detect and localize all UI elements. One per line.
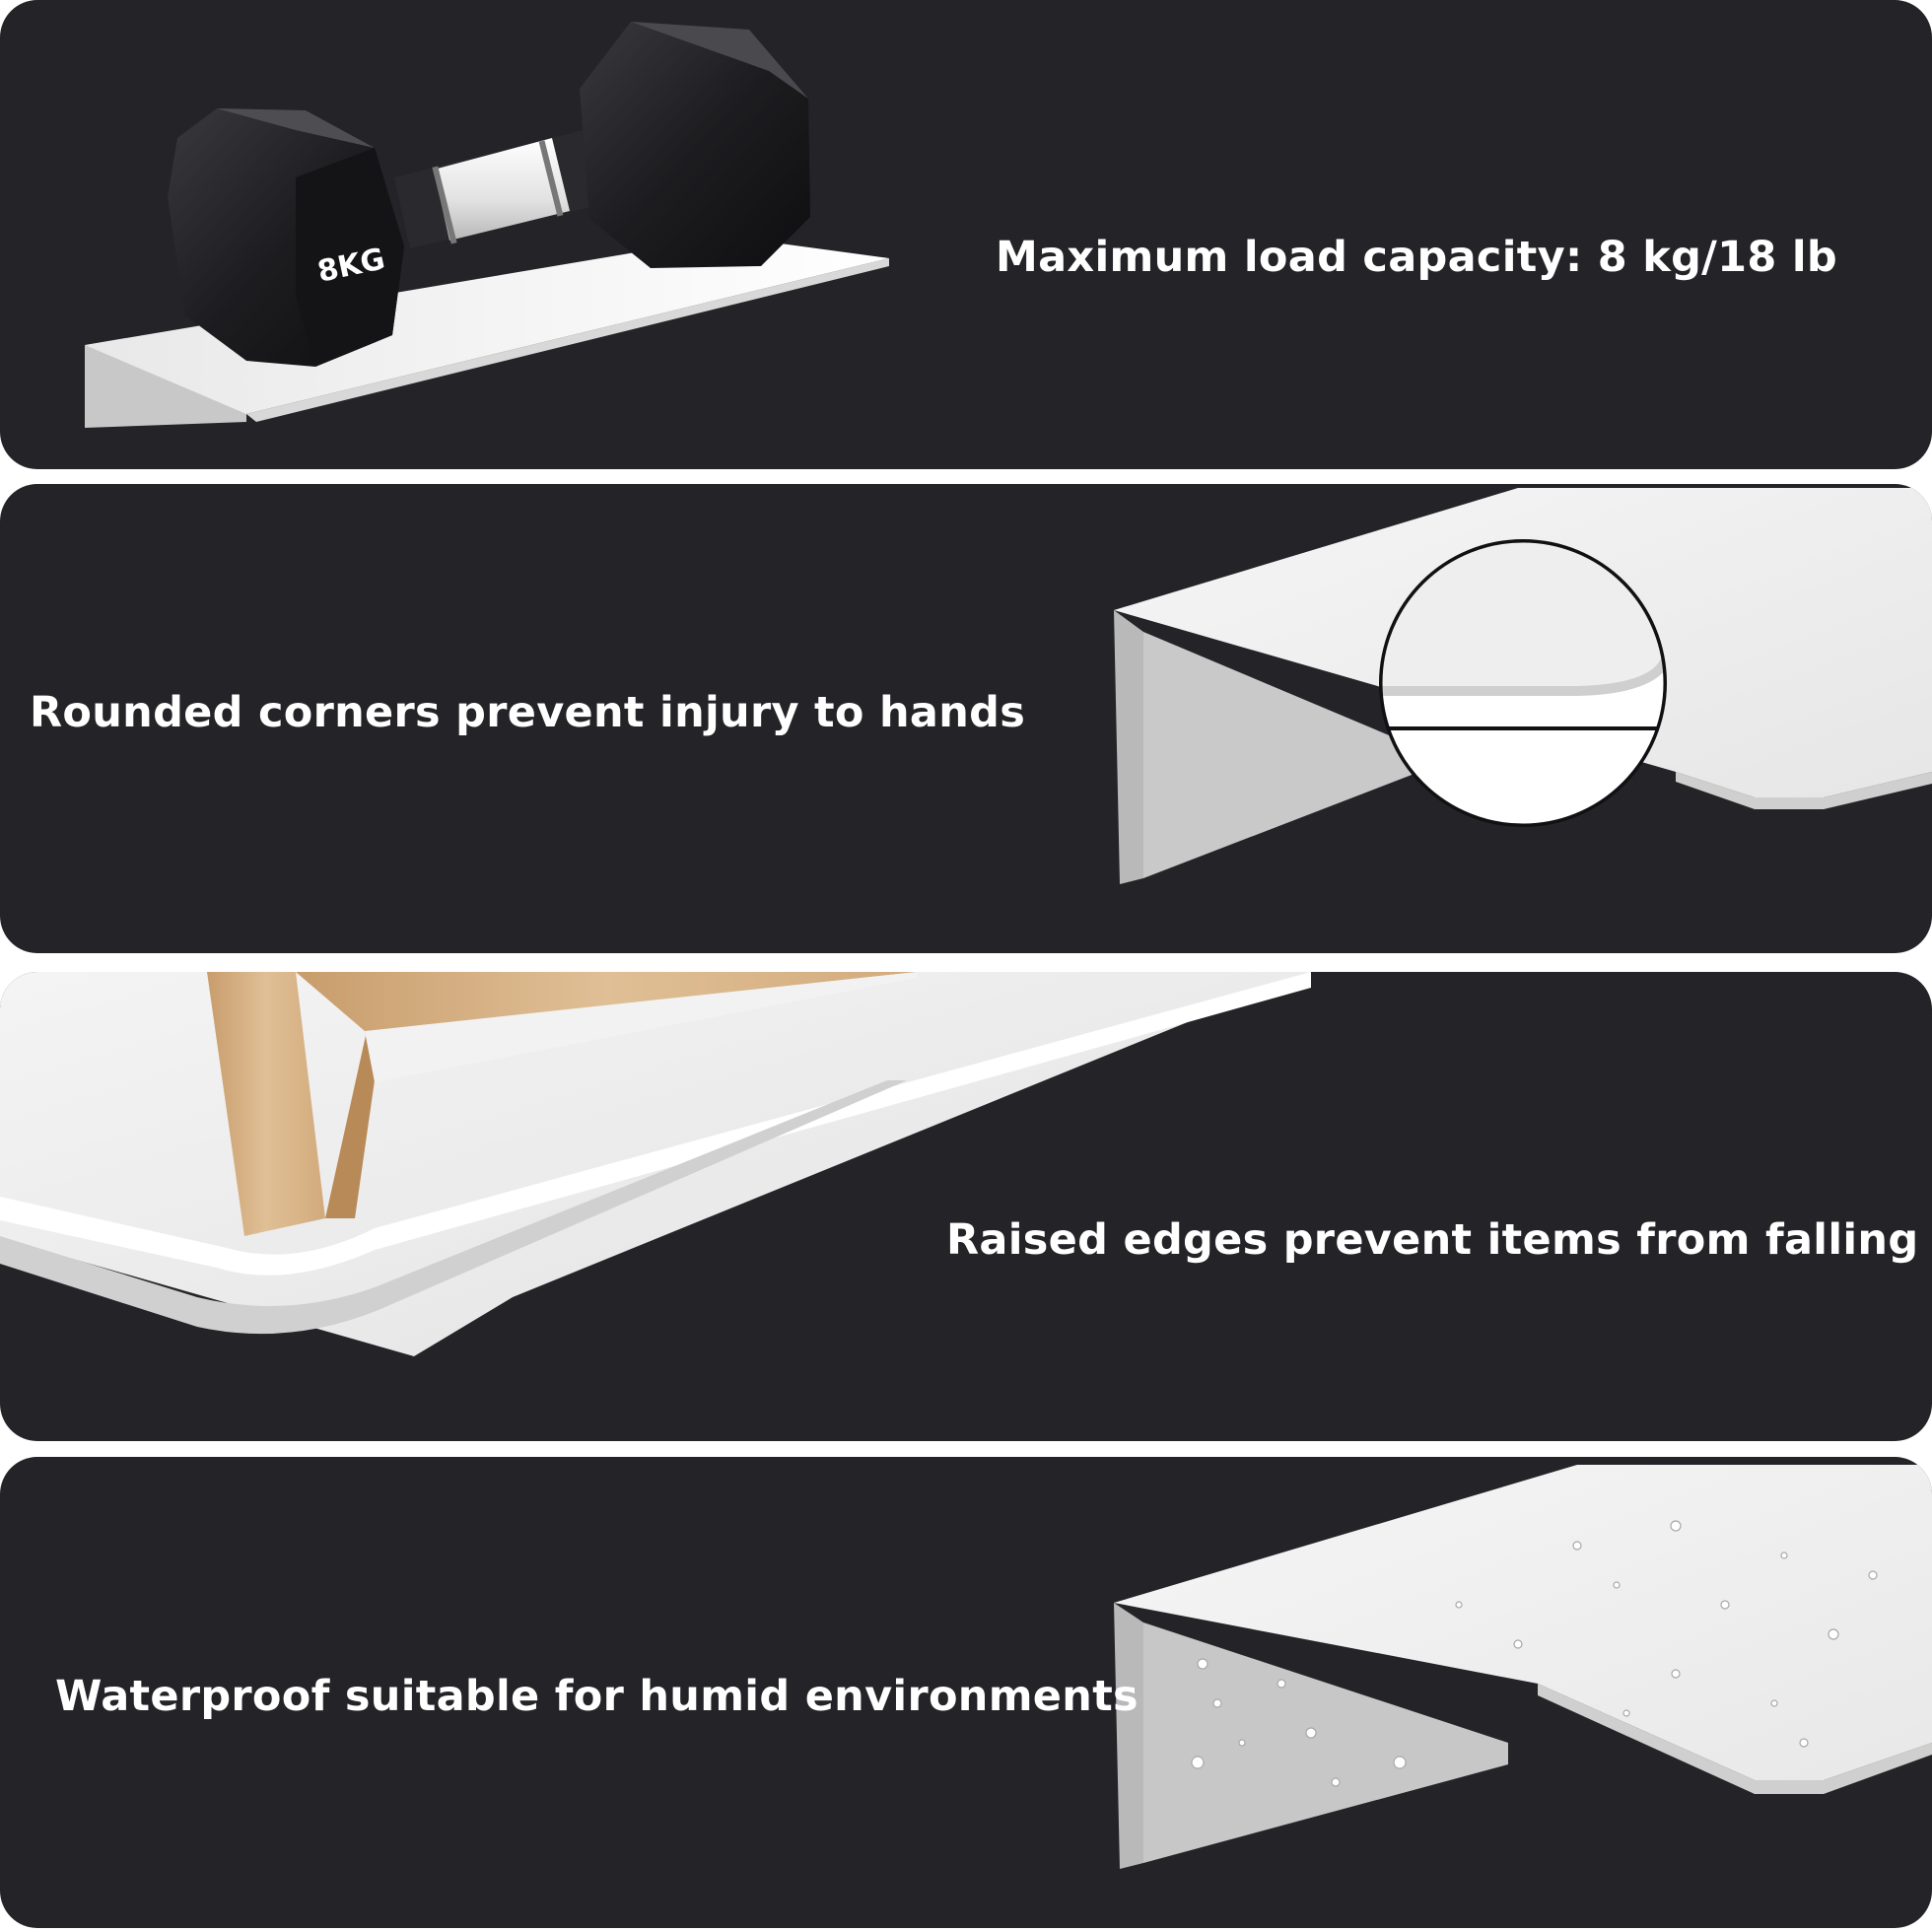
panel-rounded-corners bbox=[0, 484, 1932, 953]
raised-edge-shelf-image bbox=[0, 972, 1311, 1356]
caption-waterproof-text: Waterproof suitable for humid environmen… bbox=[55, 1672, 1138, 1721]
rounded-corner-shelf-image bbox=[1114, 488, 1932, 884]
caption-rounded-corners-text: Rounded corners prevent injury to hands bbox=[30, 688, 1026, 737]
panel-load-capacity: 8KG bbox=[0, 0, 1932, 469]
caption-raised-edges-text: Raised edges prevent items from falling bbox=[946, 1215, 1919, 1265]
panel-raised-edges bbox=[0, 972, 1932, 1441]
panel-waterproof bbox=[0, 1457, 1932, 1928]
caption-load-capacity-text: Maximum load capacity: 8 kg/18 lb bbox=[996, 233, 1838, 282]
waterproof-shelf-image bbox=[1114, 1465, 1932, 1869]
dumbbell-shelf-image: 8KG bbox=[85, 22, 889, 428]
